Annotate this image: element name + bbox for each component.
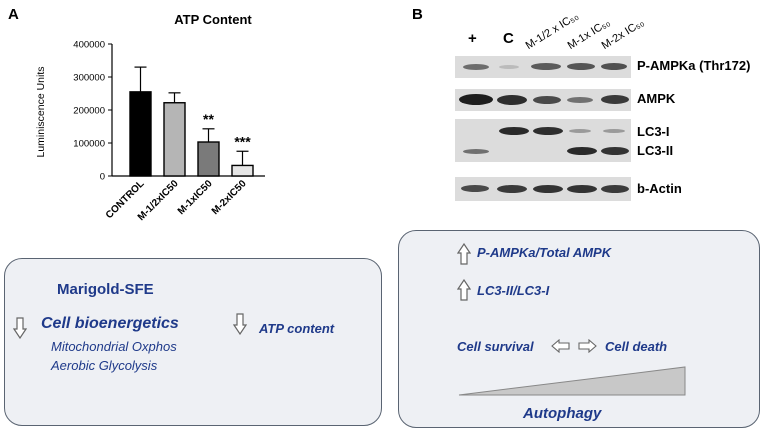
lc3-ratio-label: LC3-II/LC3-I <box>477 283 550 298</box>
lane-label-control: C <box>503 30 514 47</box>
row-label-lc3-i: LC3-I <box>637 124 670 139</box>
significance-marker: *** <box>234 133 251 149</box>
summary-box-left: Marigold-SFE Cell bioenergetics Mitochon… <box>4 258 382 426</box>
chart-title: ATP Content <box>174 12 252 27</box>
y-tick-label: 400000 <box>73 40 105 51</box>
down-arrow-icon <box>233 313 247 335</box>
blot-ampk <box>455 89 631 111</box>
mito-oxphos-label: Mitochondrial Oxphos <box>51 339 177 354</box>
blot-b-actin <box>455 177 631 201</box>
lane-label-positive: + <box>468 30 477 47</box>
bar-0 <box>129 91 152 177</box>
cell-survival-label: Cell survival <box>457 339 534 354</box>
atp-bar-chart: ATP Content 0 100000 200000 300000 400000Lumi… <box>35 12 265 223</box>
y-tick-label: 300000 <box>73 73 105 84</box>
row-label-b-actin: b-Actin <box>637 181 682 196</box>
down-arrow-icon <box>13 317 27 339</box>
y-tick-label: 100000 <box>73 139 105 150</box>
bar-2 <box>197 141 220 177</box>
bar-1 <box>163 102 186 177</box>
western-blot: + C M-1/2 x IC₅₀ M-1x IC₅₀ M-2x IC₅₀ P-A… <box>455 10 751 201</box>
up-arrow-icon <box>457 279 471 301</box>
blot-p-ampk <box>455 56 631 78</box>
autophagy-label: Autophagy <box>523 405 602 422</box>
autophagy-wedge <box>458 366 686 396</box>
marigold-sfe-title: Marigold-SFE <box>57 281 154 298</box>
cell-death-label: Cell death <box>605 339 668 354</box>
row-label-ampk: AMPK <box>637 91 676 106</box>
up-arrow-icon <box>457 243 471 265</box>
y-tick-label: 0 <box>100 172 105 183</box>
panel-b-letter: B <box>412 6 423 23</box>
y-tick-label: 200000 <box>73 106 105 117</box>
p-ampk-ratio-label: P-AMPKa/Total AMPK <box>477 245 612 260</box>
glycolysis-label: Aerobic Glycolysis <box>51 358 158 373</box>
significance-marker: ** <box>203 111 214 127</box>
bidirectional-arrow-icon <box>551 339 597 353</box>
row-label-p-ampk: P-AMPKa (Thr172) <box>637 58 751 73</box>
cell-bioenergetics-label: Cell bioenergetics <box>41 315 179 332</box>
atp-content-label: ATP content <box>259 321 335 336</box>
summary-box-right: P-AMPKa/Total AMPK LC3-II/LC3-I Cell sur… <box>398 230 760 428</box>
y-axis-label: Luminiscence Units <box>35 66 47 157</box>
panel-a-letter: A <box>8 6 19 23</box>
row-label-lc3-ii: LC3-II <box>637 143 674 158</box>
bar-3 <box>231 164 254 177</box>
blot-lc3 <box>455 119 631 162</box>
